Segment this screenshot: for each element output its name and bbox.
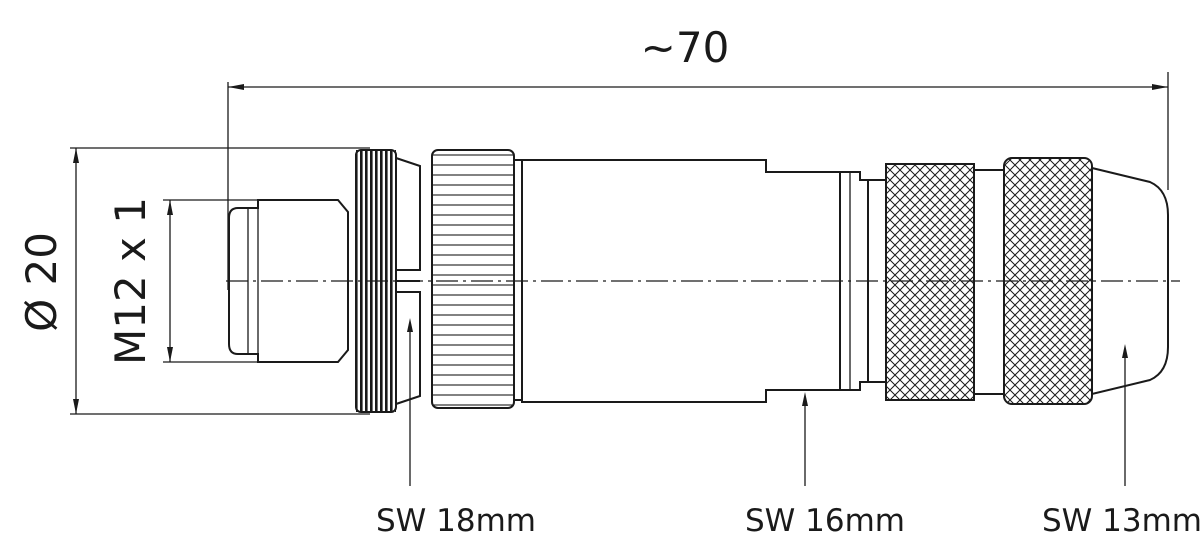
callout-arrow <box>802 392 808 406</box>
knurl-section-1 <box>886 164 974 400</box>
threaded-tip <box>228 199 349 363</box>
overall-length-label: ~70 <box>641 23 730 72</box>
callout-label-sw16: SW 16mm <box>745 503 905 539</box>
diameter-arrow-top <box>73 148 79 163</box>
thread-arrow-bottom <box>167 347 173 362</box>
thread-label: M12 x 1 <box>106 197 155 365</box>
connector-body <box>228 149 1169 413</box>
length-dimension: ~70 <box>227 23 1169 290</box>
sw18-flats-ribs <box>432 150 514 408</box>
callout-sw16: SW 16mm <box>745 392 905 539</box>
diameter-dimension: Ø 20 <box>17 147 370 415</box>
callout-arrow <box>407 318 413 332</box>
diameter-label: Ø 20 <box>17 232 66 332</box>
callout-label-sw18: SW 18mm <box>376 503 536 539</box>
callout-sw13: SW 13mm <box>1042 344 1200 539</box>
diameter-arrow-bottom <box>73 399 79 414</box>
end-cap <box>1091 166 1169 396</box>
arrow-head-right <box>1152 84 1168 90</box>
spacer-ring <box>973 169 1005 395</box>
thread-dimension: M12 x 1 <box>106 197 258 365</box>
callout-label-sw13: SW 13mm <box>1042 503 1200 539</box>
arrow-head-left <box>228 84 244 90</box>
thread-arrow-top <box>167 200 173 215</box>
nut-collar <box>395 157 421 405</box>
callout-sw18: SW 18mm <box>376 318 536 539</box>
callout-arrow <box>1122 344 1128 358</box>
